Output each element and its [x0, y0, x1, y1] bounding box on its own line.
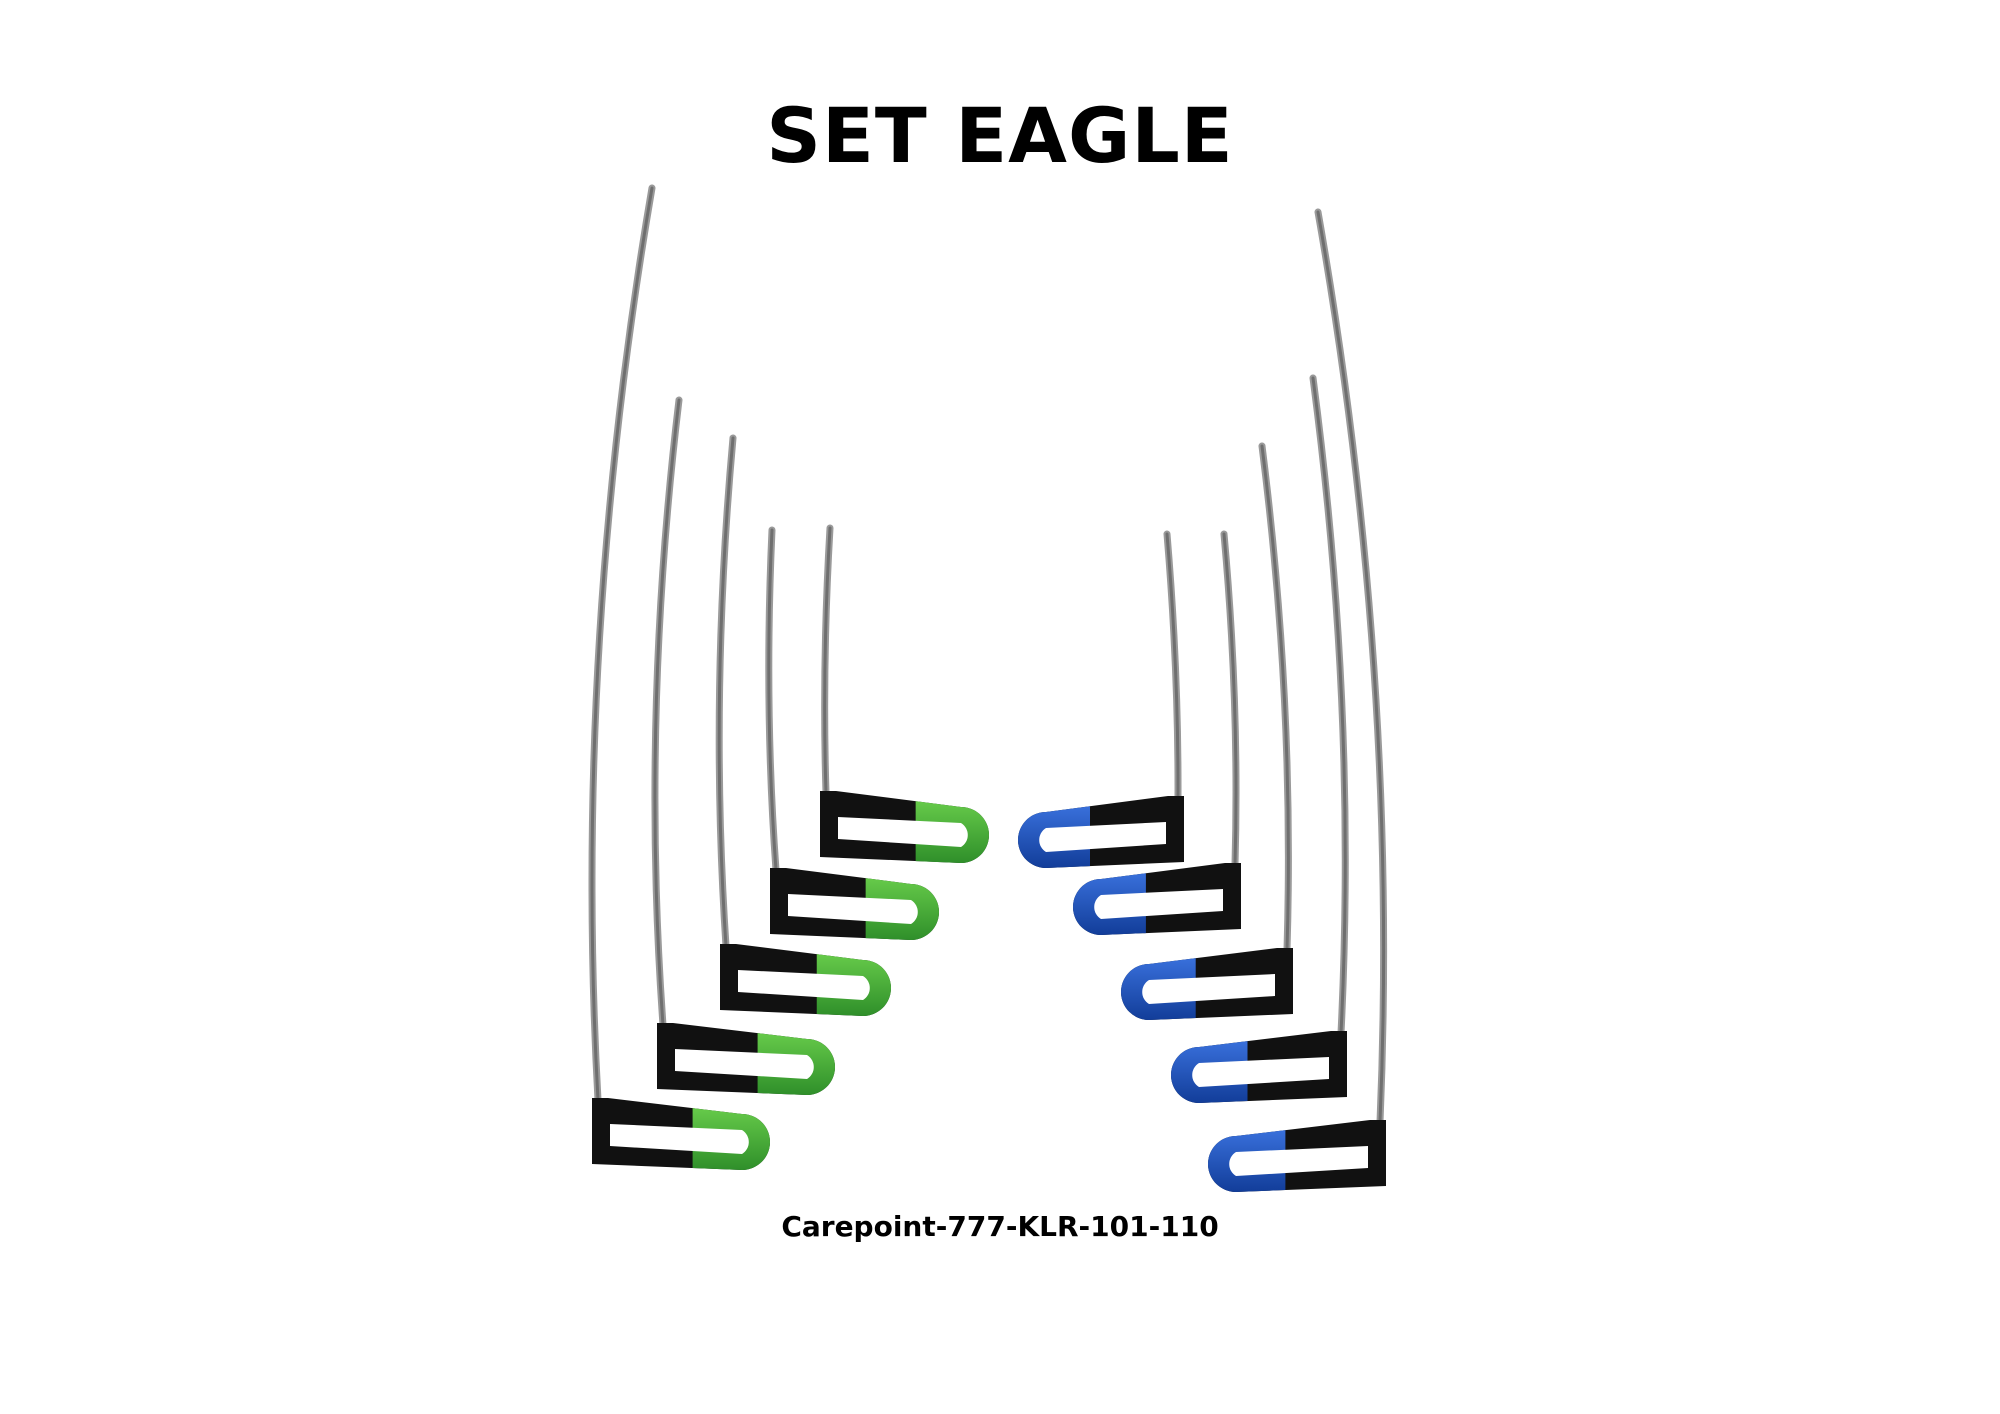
rod-shaft [588, 184, 656, 1104]
handle-opening [1192, 1057, 1329, 1087]
product-title: SET EAGLE [766, 91, 1234, 180]
green-tool-3 [715, 434, 891, 1016]
blue-tool-3 [1121, 442, 1293, 1020]
green-tool-1 [588, 184, 770, 1170]
handle-opening [610, 1124, 749, 1154]
rod-shaft-highlight [1165, 532, 1180, 800]
rod-shaft-highlight [1260, 444, 1290, 952]
handle-opening [1094, 889, 1223, 919]
blue-tool-5 [1208, 208, 1388, 1192]
handle-opening [1039, 822, 1166, 852]
green-tool-4 [765, 526, 939, 940]
handle-opening [1229, 1146, 1368, 1176]
rod-shaft-highlight [653, 398, 681, 1027]
rod-shaft-highlight [590, 186, 654, 1102]
blue-tool-2 [1073, 530, 1241, 935]
handle-opening [738, 970, 870, 1000]
blue-handle-tool-group [1018, 208, 1388, 1192]
green-handle-tool-group [588, 184, 989, 1170]
blue-tool-4 [1171, 374, 1349, 1103]
handle-opening [675, 1049, 814, 1079]
rod-shaft-highlight [767, 528, 778, 872]
green-tool-2 [651, 396, 835, 1095]
handle-opening [788, 894, 918, 924]
blue-tool-1 [1018, 530, 1184, 868]
rod-shaft-highlight [1311, 376, 1347, 1035]
rod-shaft-highlight [823, 526, 832, 795]
green-tool-5 [820, 524, 989, 863]
handle-opening [1142, 974, 1275, 1004]
rod-shaft-highlight [1316, 210, 1386, 1124]
handle-opening [838, 817, 968, 847]
rod-shaft-highlight [717, 436, 735, 948]
rod-shaft-highlight [1222, 532, 1238, 867]
product-code: Carepoint-777-KLR-101-110 [781, 1210, 1219, 1243]
